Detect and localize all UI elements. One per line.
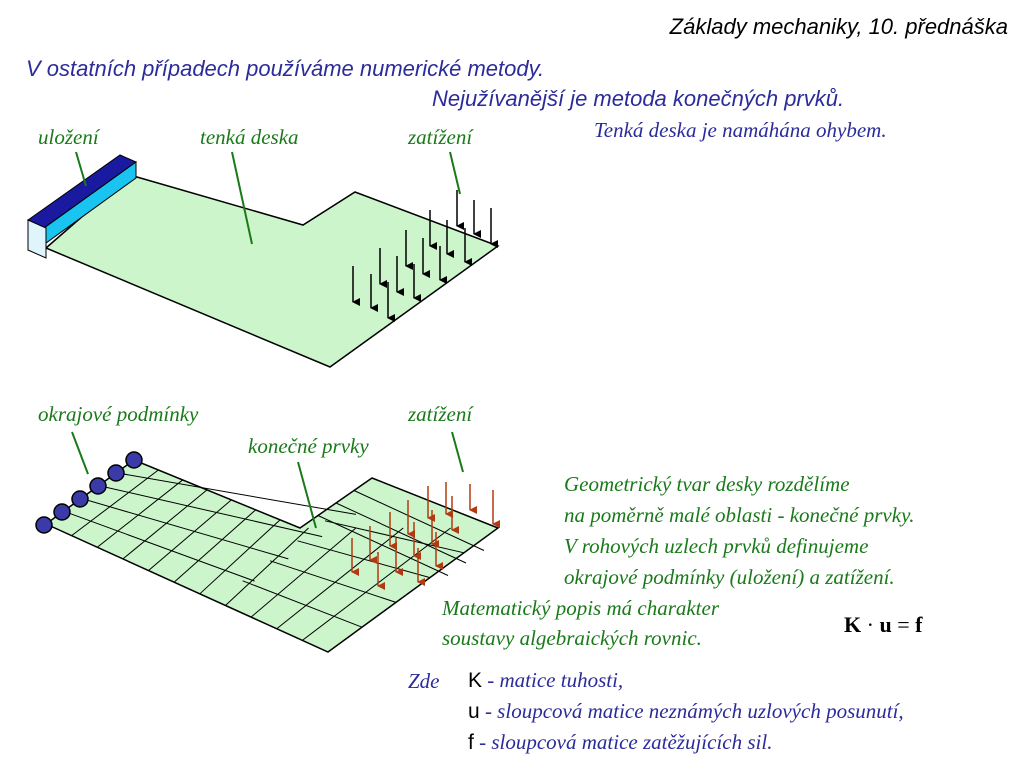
leader-bc [71,431,89,475]
mesh-line [173,509,257,583]
legend-desc-u: - sloupcová matice neznámých uzlových po… [484,699,904,723]
label-plate: tenká deska [200,125,299,149]
legend-zde: Zde [408,669,440,693]
mesh-line [98,485,323,538]
mesh-line [250,527,357,618]
leader-elements [297,461,317,529]
leader-plate [231,151,253,245]
label-load: zatížení [408,125,473,149]
math-description-1: Matematický popis má charakter [442,596,720,620]
mesh-line [81,497,289,560]
intro-line-2: Nejužívanější je metoda konečných prvků. [432,86,845,111]
mesh-line [297,540,431,579]
label-load-fem: zatížení [408,402,473,426]
load-arrows [352,190,498,322]
explanation-line-2: na poměrně malé oblasti - konečné prvky. [564,503,915,527]
legend-symbol-f: f [468,731,474,754]
plate-note: Tenká deska je namáhána ohybem. [594,118,887,142]
leader-support [75,151,87,187]
mesh-line [199,519,281,595]
mesh-line [324,520,465,554]
intro-line-1: V ostatních případech používáme numerick… [26,56,545,81]
explanation-line-1: Geometrický tvar desky rozdělíme [564,472,850,496]
leader-load-fem [451,431,464,473]
label-bc: okrajové podmínky [38,402,199,426]
thin-plate [44,174,500,368]
equation-K: K [844,612,862,637]
mesh-line [63,510,255,582]
legend-desc-f: - sloupcová matice zatěžujících sil. [479,730,773,754]
mesh-line [225,527,309,606]
mesh-line [317,515,449,576]
mesh-line [71,469,159,537]
legend-item-u: u - sloupcová matice neznámých uzlových … [468,699,904,724]
fem-mesh [63,469,485,641]
fem-load-arrows [351,482,500,590]
legend-symbol-u: u [468,700,480,723]
mesh-line [116,472,356,515]
equation-dot: · [866,612,874,637]
support-side [27,219,47,259]
mesh-line [269,560,397,603]
equation-u: u [879,612,892,637]
mesh-line [335,502,467,564]
fem-nodes [35,451,143,534]
equation-f: f [915,612,923,637]
mesh-line [353,490,485,551]
mesh-line [96,479,183,548]
label-support: uložení [38,125,99,149]
explanation-line-3: V rohových uzlech prvků definujeme [564,534,869,558]
equation: K · u = f [844,612,922,638]
mesh-line [242,580,363,628]
leader-load [449,151,461,195]
mesh-line [302,527,451,641]
math-description-2: soustavy algebraických rovnic. [442,626,702,650]
legend-desc-K: - matice tuhosti, [487,668,624,692]
explanation-line-4: okrajové podmínky (uložení) a zatížení. [564,565,895,589]
legend-item-K: K - matice tuhosti, [468,668,623,693]
mesh-line [148,499,232,571]
legend-item-f: f - sloupcová matice zatěžujících sil. [468,730,772,755]
label-elements: konečné prvky [248,434,369,458]
legend-symbol-K: K [468,669,483,692]
equation-equals: = [897,612,910,637]
mesh-line [122,489,208,560]
page-title: Základy mechaniky, 10. přednáška [669,14,1008,39]
